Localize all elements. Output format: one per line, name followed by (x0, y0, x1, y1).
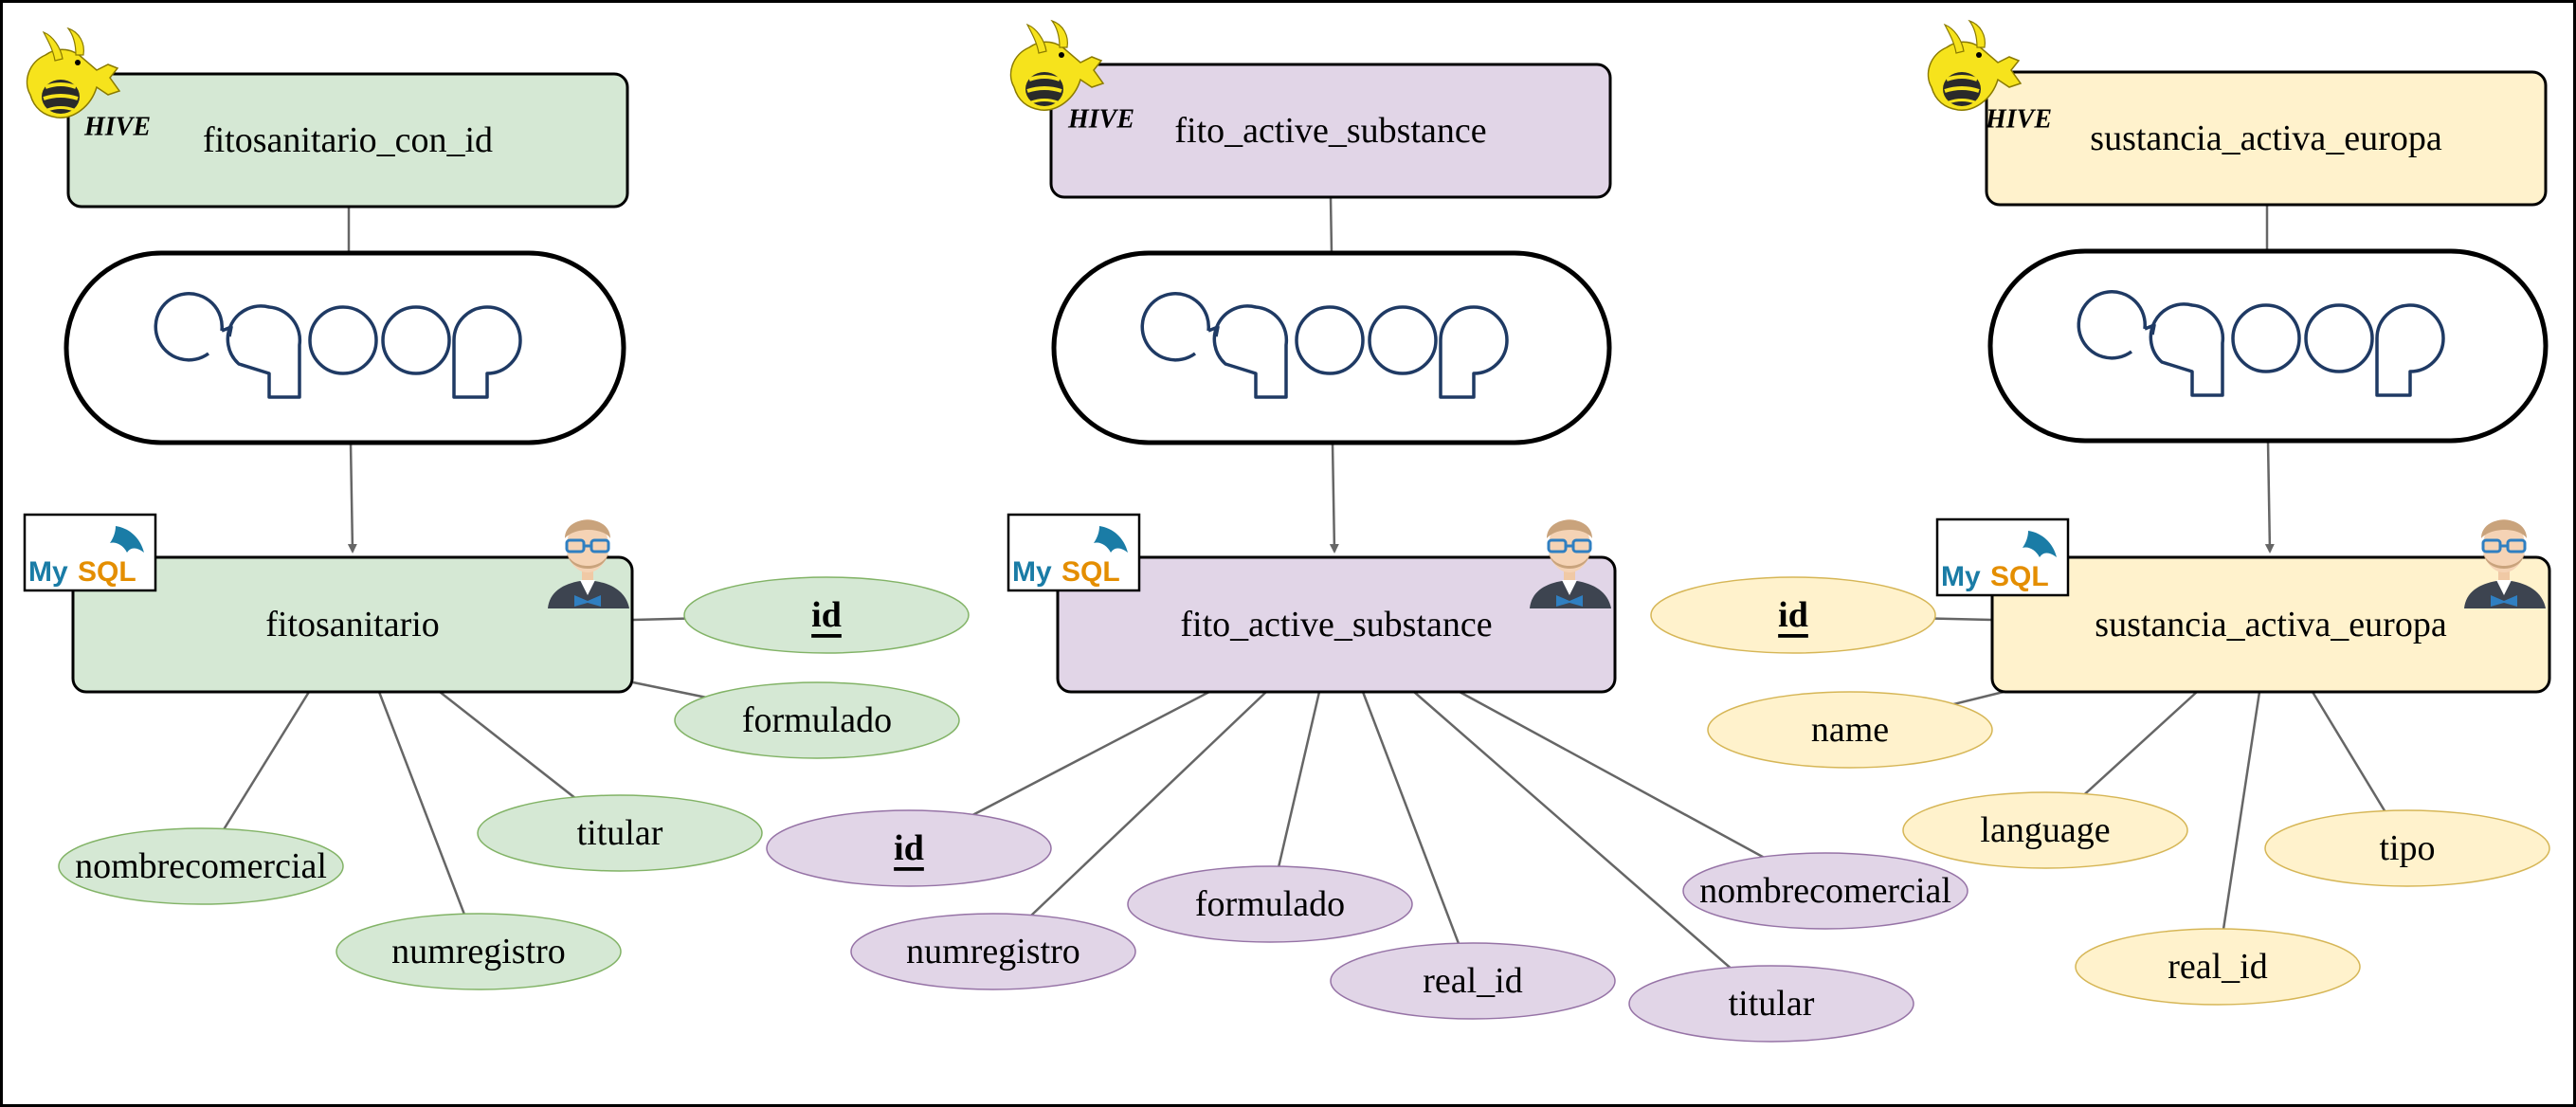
mysql-table-name: sustancia_activa_europa (2095, 605, 2447, 644)
hive-logo-text: HIVE (83, 113, 151, 142)
edge-sqoop-mysql (347, 442, 357, 554)
attribute-label: real_id (1423, 961, 1523, 1001)
attribute-connector (992, 691, 1267, 953)
attribute-label: nombrecomercial (1699, 871, 1951, 911)
hive-table-name: fito_active_substance (1174, 111, 1486, 151)
attribute-label: language (1980, 810, 2110, 850)
attribute-label: titular (577, 813, 663, 853)
attribute-label: titular (1729, 984, 1815, 1024)
attribute-connector (1361, 691, 1475, 982)
mysql-table-box[interactable] (1056, 555, 1617, 694)
mysql-table-box[interactable] (71, 555, 634, 694)
hive-logo-text: HIVE (1985, 105, 2052, 135)
attribute-ellipse[interactable] (2075, 928, 2361, 1006)
sqoop-process[interactable] (1051, 250, 1612, 445)
attribute-label: real_id (2168, 947, 2268, 987)
mysql-table-box[interactable] (1990, 555, 2551, 694)
attribute-connector (2216, 691, 2261, 968)
attribute-connector (377, 691, 481, 953)
key-attribute-label: id (811, 595, 842, 635)
attribute-connector (1413, 691, 1772, 1005)
sqoop-process[interactable] (63, 250, 626, 445)
hive-table-box[interactable] (1049, 63, 1612, 199)
attribute-label: formulado (742, 700, 892, 740)
attribute-ellipse[interactable] (1127, 865, 1413, 943)
attribute-ellipse[interactable] (477, 794, 763, 872)
attribute-label: formulado (1195, 884, 1345, 924)
attribute-ellipse[interactable] (1707, 691, 1993, 769)
attribute-ellipse[interactable] (1628, 965, 1914, 1043)
attribute-ellipse[interactable] (2264, 809, 2550, 887)
mysql-icon (23, 513, 157, 592)
edge-sqoop-mysql (1329, 442, 1339, 554)
mysql-table-name: fito_active_substance (1180, 605, 1492, 644)
key-attribute-ellipse[interactable] (1650, 576, 1936, 654)
hive-table-box[interactable] (66, 72, 629, 209)
attribute-label: numregistro (906, 932, 1080, 971)
sqoop-process[interactable] (1987, 248, 2549, 444)
edge-sqoop-mysql (2264, 440, 2275, 554)
attribute-ellipse[interactable] (1330, 942, 1616, 1020)
key-attribute-ellipse[interactable] (766, 809, 1052, 887)
hive-logo-text: HIVE (1067, 105, 1134, 135)
hive-table-name: sustancia_activa_europa (2090, 118, 2442, 158)
attribute-label: tipo (2379, 828, 2435, 868)
mysql-table-name: fitosanitario (265, 605, 440, 644)
attribute-label: name (1811, 710, 1889, 750)
mysql-icon (1007, 513, 1141, 592)
edge-hive-sqoop (1329, 196, 1333, 254)
key-attribute-label: id (1778, 595, 1808, 635)
attribute-ellipse[interactable] (674, 681, 960, 759)
attribute-ellipse[interactable] (1682, 852, 1968, 930)
hive-table-box[interactable] (1985, 70, 2548, 207)
attribute-label: nombrecomercial (75, 846, 327, 886)
hive-table-name: fitosanitario_con_id (203, 120, 493, 160)
key-attribute-label: id (894, 828, 924, 868)
attribute-ellipse[interactable] (1902, 791, 2188, 869)
attribute-ellipse[interactable] (58, 827, 344, 905)
attribute-ellipse[interactable] (850, 913, 1136, 990)
attribute-label: numregistro (391, 932, 566, 971)
attribute-ellipse[interactable] (336, 913, 622, 990)
mysql-icon (1935, 517, 2070, 597)
key-attribute-ellipse[interactable] (683, 576, 970, 654)
